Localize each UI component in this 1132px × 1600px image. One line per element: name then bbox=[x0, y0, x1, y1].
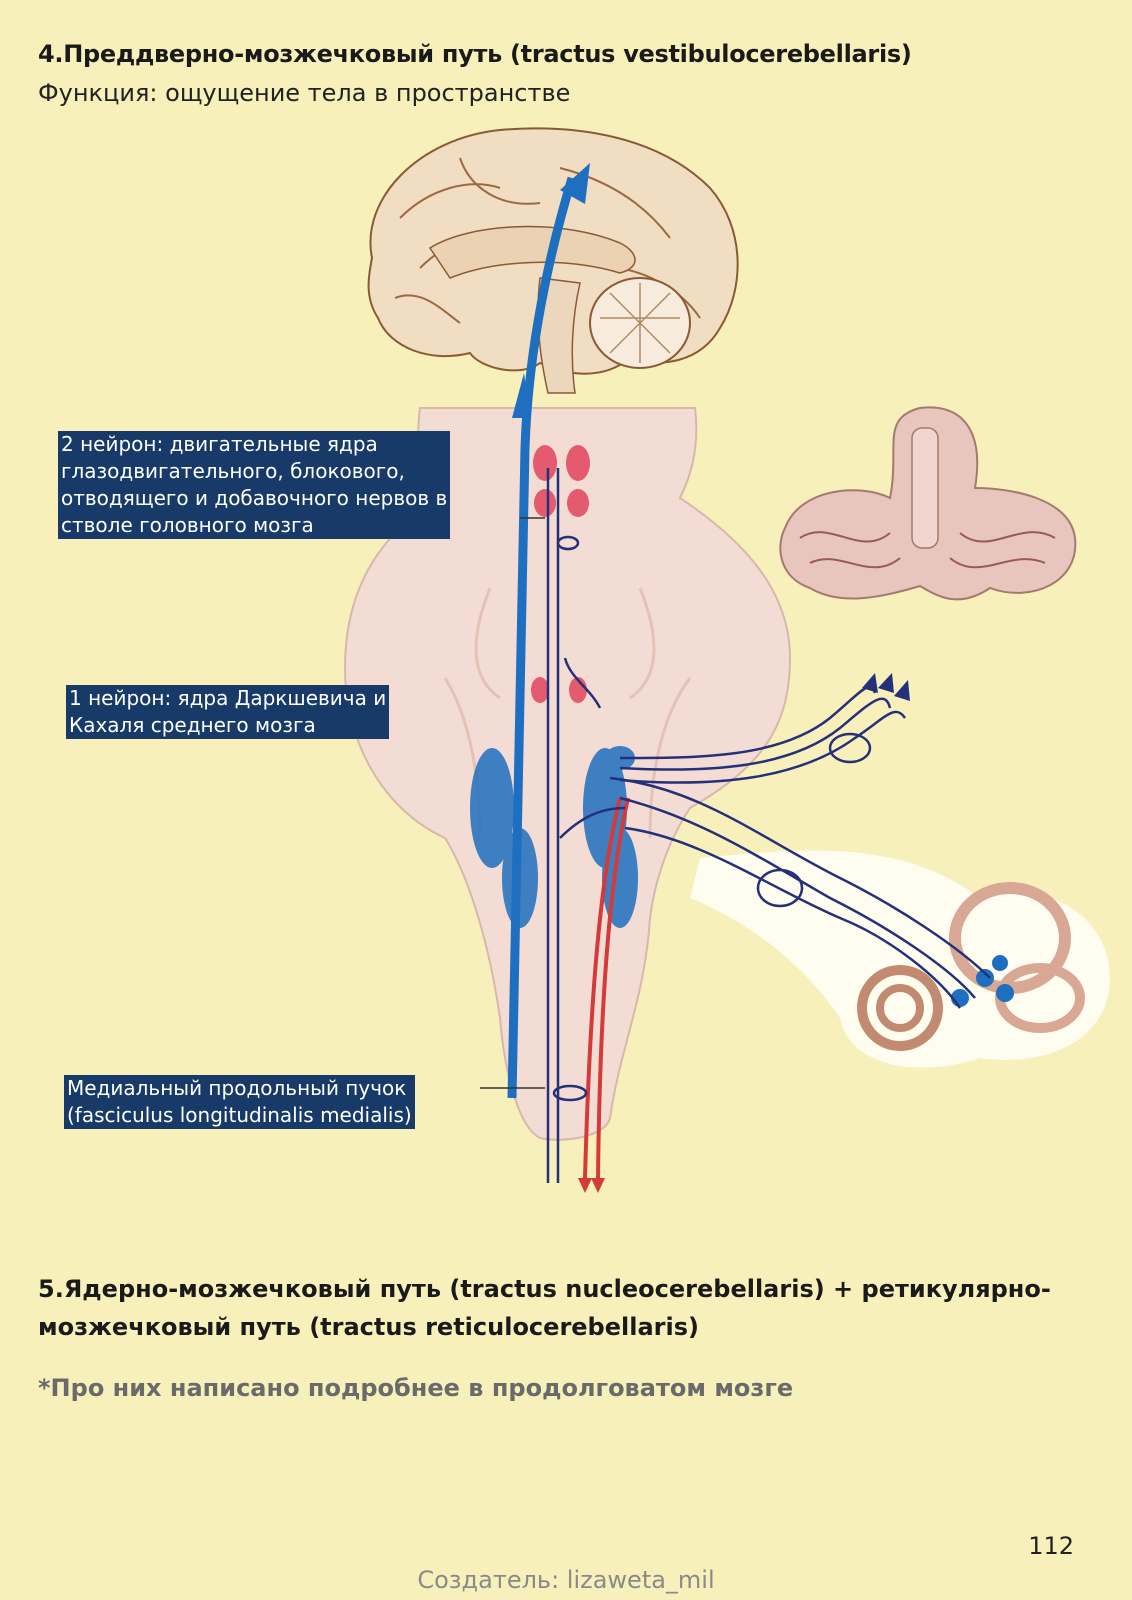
label-neuron-1: 1 нейрон: ядра Даркшевича и Кахаля средн… bbox=[66, 685, 390, 739]
label-mlf: Медиальный продольный пучок (fasciculus … bbox=[64, 1075, 415, 1129]
brain-arrowhead-icon bbox=[560, 163, 590, 204]
label-neuron-2: 2 нейрон: двигательные ядра глазодвигате… bbox=[58, 431, 451, 539]
inner-ear-illustration bbox=[690, 850, 1110, 1068]
section-5-note: *Про них написано подробнее в продолгова… bbox=[38, 1374, 794, 1402]
brainstem-illustration bbox=[343, 407, 792, 1141]
ascending-pathway-arrow bbox=[507, 176, 577, 1099]
label-line: Кахаля среднего мозга bbox=[69, 713, 316, 737]
pathway-arrowhead-icon bbox=[512, 373, 530, 418]
footer-credit: Создатель: lizaweta_mil bbox=[417, 1566, 715, 1594]
label-line: 2 нейрон: двигательные ядра bbox=[61, 432, 378, 456]
motor-nuclei bbox=[531, 445, 590, 703]
section-5-title: 5.Ядерно-мозжечковый путь (tractus nucle… bbox=[38, 1275, 1051, 1341]
label-line: Медиальный продольный пучок bbox=[67, 1076, 407, 1100]
anatomy-illustration bbox=[343, 127, 1110, 1193]
section-4-title: 4.Преддверно-мозжечковый путь (tractus v… bbox=[38, 40, 912, 68]
label-line: стволе головного мозга bbox=[61, 513, 314, 537]
label-line: глазодвигательного, блокового, bbox=[61, 459, 405, 483]
cerebellum-section-illustration bbox=[779, 406, 1077, 601]
vestibulocerebellar-pathway-figure: 2 нейрон: двигательные ядра глазодвигате… bbox=[0, 118, 1132, 1208]
page-number: 112 bbox=[1028, 1532, 1074, 1560]
label-line: 1 нейрон: ядра Даркшевича и bbox=[69, 686, 387, 710]
label-line: отводящего и добавочного нервов в bbox=[61, 486, 448, 510]
function-text: Функция: ощущение тела в пространстве bbox=[38, 79, 571, 107]
descending-red-tract bbox=[583, 797, 630, 1179]
label-line: (fasciculus longitudinalis medialis) bbox=[67, 1103, 412, 1127]
